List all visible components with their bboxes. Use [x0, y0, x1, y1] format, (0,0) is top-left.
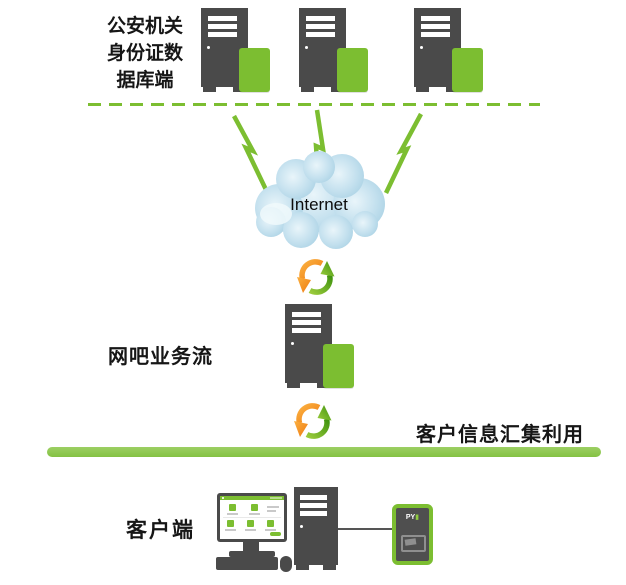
app-tile-icon — [251, 504, 258, 511]
dashed-separator-line — [88, 103, 540, 106]
customer-info-label: 客户信息汇集利用 — [416, 424, 584, 446]
cafe-flow-label: 网吧业务流 — [108, 346, 213, 368]
monitor-screen — [220, 496, 284, 539]
client-tower-icon — [294, 487, 338, 570]
server-green-panel — [239, 48, 270, 92]
screen-header-bar — [220, 496, 284, 500]
police-db-label: 公安机关 身份证数 据库端 — [90, 13, 200, 94]
police-db-label-line1: 公安机关 — [106, 16, 183, 37]
reader-logo: PY▮ — [405, 514, 420, 521]
keyboard-icon — [216, 557, 278, 570]
server-green-panel — [323, 344, 354, 388]
app-tile-icon — [247, 520, 254, 527]
screen-green-button — [270, 532, 281, 536]
server-tower — [299, 8, 346, 92]
app-tile-icon — [267, 520, 274, 527]
id-card-reader-icon: PY▮ — [392, 504, 433, 565]
sync-arrows-icon-bottom — [291, 399, 335, 443]
monitor-base — [229, 551, 275, 557]
database-server-icon-2 — [299, 8, 369, 100]
cable-line — [338, 528, 392, 530]
app-tile-icon — [227, 520, 234, 527]
database-server-icon-1 — [201, 8, 271, 100]
lightning-bolt-left — [232, 114, 272, 197]
internet-cloud-icon — [255, 151, 385, 249]
app-tile-icon — [229, 504, 236, 511]
database-server-icon-3 — [414, 8, 484, 100]
reader-card-slot — [401, 535, 426, 552]
mouse-icon — [280, 556, 292, 572]
police-db-label-line2: 身份证数 — [106, 43, 183, 64]
solid-separator-bar — [47, 447, 601, 457]
cafe-server-icon — [285, 304, 355, 396]
client-label: 客户端 — [126, 519, 195, 542]
server-tower — [294, 487, 338, 570]
sync-arrows-icon-top — [294, 255, 338, 299]
server-green-panel — [452, 48, 483, 92]
police-db-label-line3: 据库端 — [116, 70, 174, 91]
monitor-stand — [243, 541, 259, 552]
internet-label: Internet — [290, 195, 348, 214]
lightning-bolt-right — [383, 112, 423, 194]
monitor-icon — [217, 493, 287, 542]
server-green-panel — [337, 48, 368, 92]
